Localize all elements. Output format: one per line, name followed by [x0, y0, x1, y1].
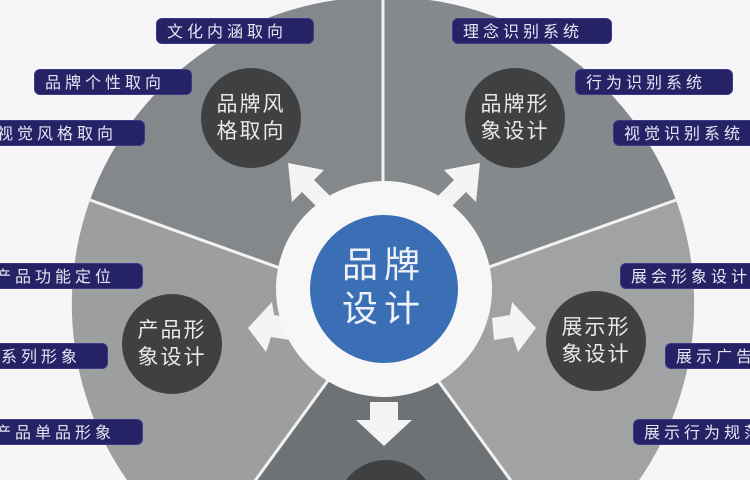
- node-brand-image-line1: 品牌形: [480, 92, 550, 116]
- node-display-image: 展示形 象设计: [546, 314, 646, 368]
- arrow-up-right-icon: [438, 163, 480, 208]
- node-brand-image-line2: 象设计: [480, 119, 550, 143]
- center-circle: [310, 215, 458, 363]
- node-circle-brand-style: [201, 68, 301, 168]
- arrow-down-icon: [356, 402, 412, 446]
- node-circle-brand-image: [465, 68, 565, 168]
- label-visual-identity-system: 视觉识别系统: [613, 120, 750, 146]
- node-circles: [122, 68, 646, 480]
- label-culture-orientation: 文化内涵取向: [156, 18, 314, 44]
- label-display-advertising: 展示广告: [665, 343, 750, 369]
- label-product-series-image: 产品系列形象: [0, 343, 108, 369]
- node-product-image-line1: 产品形: [137, 318, 207, 342]
- node-circle-display-image: [546, 291, 646, 391]
- arrows: [248, 163, 536, 446]
- node-brand-style-line1: 品牌风: [216, 92, 286, 116]
- center-title: 品牌 设计: [304, 244, 464, 332]
- node-circle-product-image: [122, 294, 222, 394]
- label-behavior-identity-system: 行为识别系统: [575, 69, 733, 95]
- node-brand-image: 品牌形 象设计: [465, 91, 565, 145]
- arrow-right-icon: [492, 302, 536, 352]
- node-brand-style-line2: 格取向: [216, 119, 286, 143]
- arrow-left-icon: [248, 302, 292, 352]
- center-title-line1: 品牌: [341, 245, 426, 286]
- label-product-single-image: 产品单品形象: [0, 419, 143, 445]
- node-circle-bottom: [346, 460, 426, 480]
- node-display-image-line2: 象设计: [561, 342, 631, 366]
- node-brand-style: 品牌风 格取向: [201, 91, 301, 145]
- node-product-image: 产品形 象设计: [122, 317, 222, 371]
- node-display-image-line1: 展示形: [561, 315, 631, 339]
- center-title-line2: 设计: [341, 289, 426, 330]
- label-mind-identity-system: 理念识别系统: [452, 18, 612, 44]
- label-brand-personality-orientation: 品牌个性取向: [34, 69, 192, 95]
- label-display-behavior-norms: 展示行为规范: [633, 419, 750, 445]
- label-exhibition-image-design: 展会形象设计: [620, 263, 750, 289]
- node-product-image-line2: 象设计: [137, 345, 207, 369]
- label-visual-style-orientation: 视觉风格取向: [0, 120, 145, 146]
- label-product-function-positioning: 产品功能定位: [0, 263, 143, 289]
- arrow-up-left-icon: [288, 163, 330, 208]
